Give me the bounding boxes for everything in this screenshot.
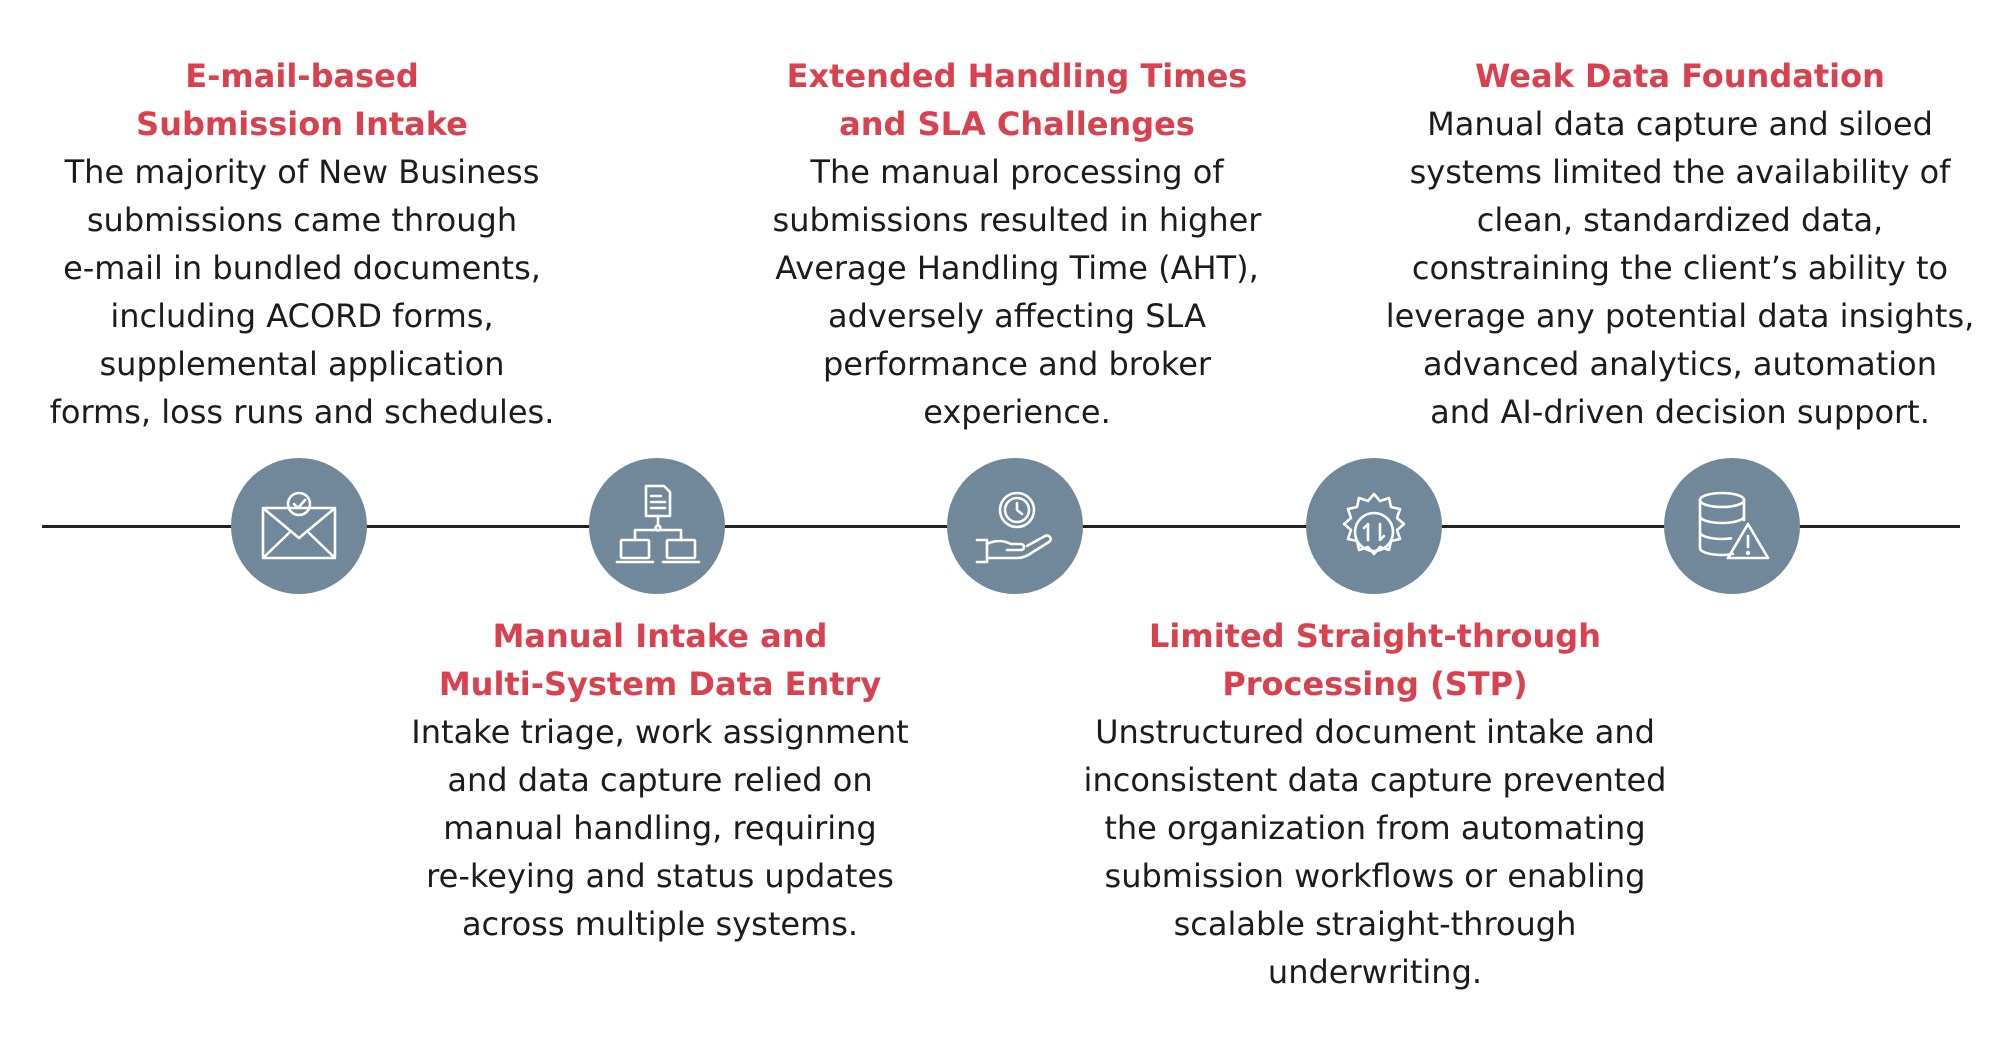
envelope-check-icon (231, 458, 367, 594)
document-network-icon (589, 458, 725, 594)
stage-4-description: Unstructured document intake and inconsi… (1083, 713, 1667, 991)
stage-1-text: E-mail-based Submission Intake The major… (22, 52, 582, 436)
stage-5-description: Manual data capture and siloed systems l… (1385, 105, 1975, 431)
gear-arrows-icon (1306, 458, 1442, 594)
stage-3-description: The manual processing of submissions res… (772, 153, 1262, 431)
stage-3-text: Extended Handling Times and SLA Challeng… (727, 52, 1307, 436)
stage-5-text: Weak Data Foundation Manual data capture… (1370, 52, 1990, 436)
stage-1-description: The majority of New Business submissions… (49, 153, 555, 431)
stage-5-title: Weak Data Foundation (1475, 57, 1885, 95)
stage-4-text: Limited Straight-through Processing (STP… (1055, 612, 1695, 996)
stage-2-description: Intake triage, work assignment and data … (411, 713, 909, 943)
stage-3-title: Extended Handling Times and SLA Challeng… (786, 57, 1248, 143)
stage-2-text: Manual Intake and Multi-System Data Entr… (380, 612, 940, 948)
stage-1-title: E-mail-based Submission Intake (136, 57, 468, 143)
database-warning-icon (1664, 458, 1800, 594)
stage-2-title: Manual Intake and Multi-System Data Entr… (438, 617, 882, 703)
stage-4-title: Limited Straight-through Processing (STP… (1149, 617, 1601, 703)
hand-clock-icon (947, 458, 1083, 594)
